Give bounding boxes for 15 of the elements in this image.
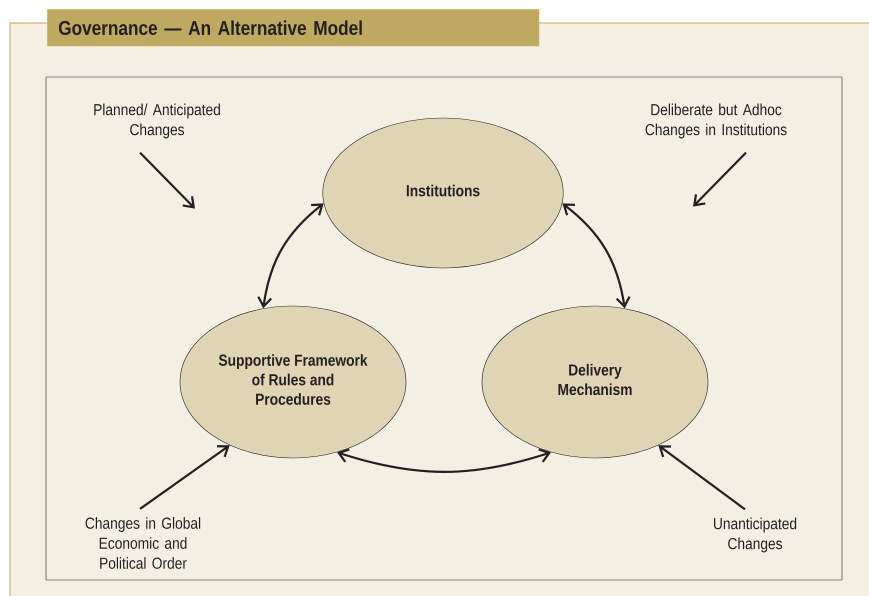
ellipse-node: Delivery Mechanism: [482, 306, 708, 458]
input-label: Changes in Global Economic and Political Order: [86, 517, 200, 569]
arrow: [139, 152, 195, 209]
title-banner: Governance — An Alternative Model: [47, 9, 540, 46]
arrow: [658, 445, 746, 510]
arrow: [257, 203, 324, 308]
arrow: [336, 448, 552, 473]
ellipse-node: Institutions: [322, 118, 564, 268]
arrow: [693, 152, 747, 207]
ellipse-node: Supportive Framework of Rules and Procedures: [180, 306, 406, 458]
input-label: Planned/ Anticipated Changes: [94, 104, 220, 138]
arrow: [562, 203, 630, 308]
arrow: [139, 445, 230, 510]
input-label: Deliberate but Adhoc Changes in Institutions: [646, 104, 787, 138]
input-label: Unanticipated Changes: [714, 518, 796, 552]
